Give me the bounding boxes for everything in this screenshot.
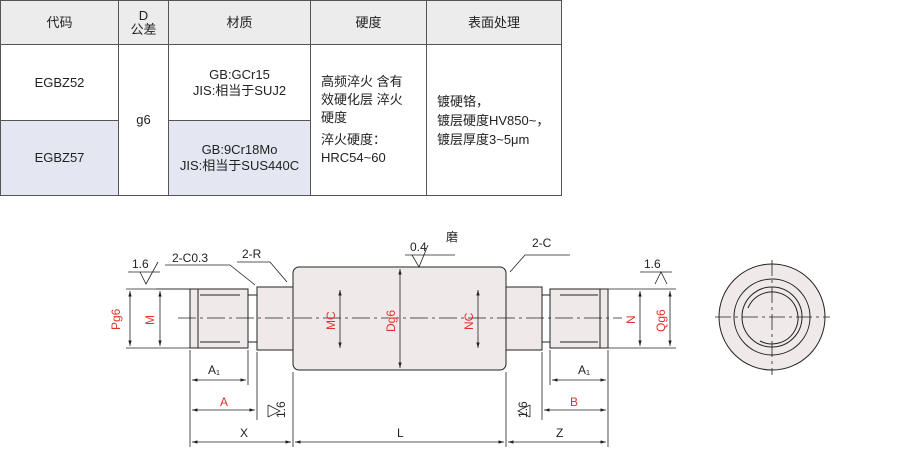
end-view (715, 260, 830, 375)
cell-surface: 镀硬铬， 镀层硬度HV850~， 镀层厚度3~5μm (426, 44, 562, 196)
chamfer-right-label: 2-C (532, 236, 552, 250)
roughness-symbol-center (411, 244, 429, 268)
roughness-center-label: 0.4 (410, 240, 427, 254)
header-material: 材质 (168, 0, 311, 45)
left-thread-section (189, 288, 249, 349)
hardness-line: 高频淬火 含有 (321, 74, 403, 89)
material-jis: JIS:相当于SUJ2 (192, 82, 287, 98)
radius-label: 2-R (242, 247, 262, 261)
radius-leader (237, 261, 288, 283)
roughness-left-label: 1.6 (132, 257, 149, 271)
dim-dg6: Dg6 (384, 310, 398, 332)
roughness-symbol-bottom-left (267, 404, 281, 418)
table-header-row: 代码 D 公差 材质 硬度 表面处理 (0, 0, 562, 45)
hardness-line: 效硬化层 淬火 (321, 92, 403, 107)
dim-mc: MC (324, 311, 338, 330)
dim-n: N (624, 315, 638, 324)
header-hardness: 硬度 (310, 0, 427, 45)
chamfer-right-leader (509, 254, 570, 273)
header-code: 代码 (0, 0, 119, 45)
cell-tolerance: g6 (118, 44, 169, 196)
dim-a1-right: A₁ (578, 363, 590, 377)
right-thread-section (549, 288, 609, 349)
roughness-symbol-bottom-right (517, 404, 531, 418)
dim-pg6: Pg6 (109, 308, 123, 330)
material-jis: JIS:相当于SUS440C (179, 158, 300, 173)
chamfer-leader (165, 264, 256, 286)
hardness-line: HRC54~60 (321, 150, 386, 165)
technical-drawing: 1.6 2-C0.3 2-R 0.4 磨 2-C 1.6 A₁ A₁ X L Z… (109, 230, 830, 447)
cell-code: EGBZ57 (0, 120, 119, 196)
dim-x: X (240, 426, 248, 440)
grind-label: 磨 (446, 230, 458, 244)
surface-line: 镀层硬度HV850~， (437, 112, 550, 128)
roughness-right-label: 1.6 (644, 257, 661, 271)
dim-m: M (143, 315, 157, 325)
roughness-symbol-right (654, 271, 668, 285)
surface-line: 镀硬铬， (437, 93, 490, 109)
hardness-line: 硬度 (321, 110, 348, 125)
right-neck-section (505, 286, 543, 351)
header-tolerance-label: 公差 (130, 21, 157, 37)
dim-a: A (220, 395, 228, 409)
header-tolerance: D 公差 (118, 0, 169, 45)
material-gb: GB:9Cr18Mo (201, 142, 278, 157)
dim-qg6: Qg6 (654, 309, 668, 332)
dim-b: B (570, 395, 578, 409)
shaft-outline (189, 266, 609, 371)
table-row: EGBZ52 g6 GB:GCr15 JIS:相当于SUJ2 高频淬火 含有 效… (0, 44, 562, 196)
dim-z: Z (556, 426, 563, 440)
cell-code: EGBZ52 (0, 44, 119, 121)
material-gb: GB:GCr15 (209, 66, 270, 82)
dim-l: L (397, 426, 404, 440)
dim-nc: NC (462, 312, 476, 330)
header-surface: 表面处理 (426, 0, 562, 45)
surface-line: 镀层厚度3~5μm (437, 131, 530, 147)
roughness-bottom-right-label: 1.6 (516, 401, 530, 418)
hardness-line: 淬火硬度： (321, 132, 387, 147)
left-neck-section (256, 286, 294, 351)
roughness-bottom-left-label: 1.6 (274, 401, 288, 418)
chamfer-label: 2-C0.3 (172, 251, 208, 265)
table-row: EGBZ57 GB:9Cr18Mo JIS:相当于SUS440C (0, 120, 562, 196)
header-tolerance-d: D (138, 7, 149, 23)
cell-material: GB:GCr15 JIS:相当于SUJ2 (168, 44, 311, 121)
cell-hardness: 高频淬火 含有 效硬化层 淬火 硬度 淬火硬度： HRC54~60 (310, 44, 427, 196)
dim-a1-left: A₁ (208, 363, 220, 377)
spec-table: 代码 D 公差 材质 硬度 表面处理 EGBZ52 g6 GB:GCr15 JI… (0, 0, 562, 196)
cell-material: GB:9Cr18Mo JIS:相当于SUS440C (168, 120, 311, 196)
roughness-symbol-left (139, 261, 159, 285)
